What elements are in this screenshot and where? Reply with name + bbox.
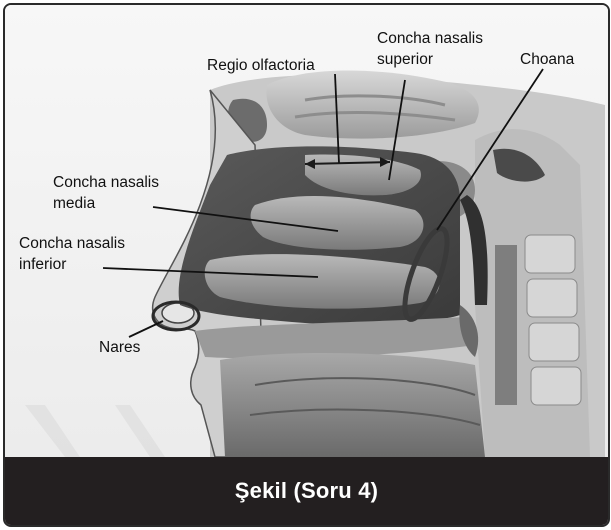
label-concha-superior-line1: Concha nasalis [377, 30, 483, 47]
label-concha-superior-line2: superior [377, 51, 433, 68]
label-concha-media-line1: Concha nasalis [53, 174, 159, 191]
sagittal-section-illustration: Regio olfactoria Concha nasalis superior… [5, 5, 608, 457]
label-concha-inferior-line2: inferior [19, 256, 66, 273]
figure-frame: Regio olfactoria Concha nasalis superior… [3, 3, 610, 527]
label-choana: Choana [520, 51, 575, 68]
caption-bar: Şekil (Soru 4) [5, 457, 608, 525]
nasal-cavity-figure: Regio olfactoria Concha nasalis superior… [5, 5, 608, 457]
tongue [220, 353, 485, 457]
label-regio-olfactoria: Regio olfactoria [207, 57, 315, 74]
label-concha-inferior-line1: Concha nasalis [19, 235, 125, 252]
figure-caption: Şekil (Soru 4) [235, 478, 378, 504]
label-nares: Nares [99, 339, 141, 356]
label-concha-media-line2: media [53, 195, 96, 212]
